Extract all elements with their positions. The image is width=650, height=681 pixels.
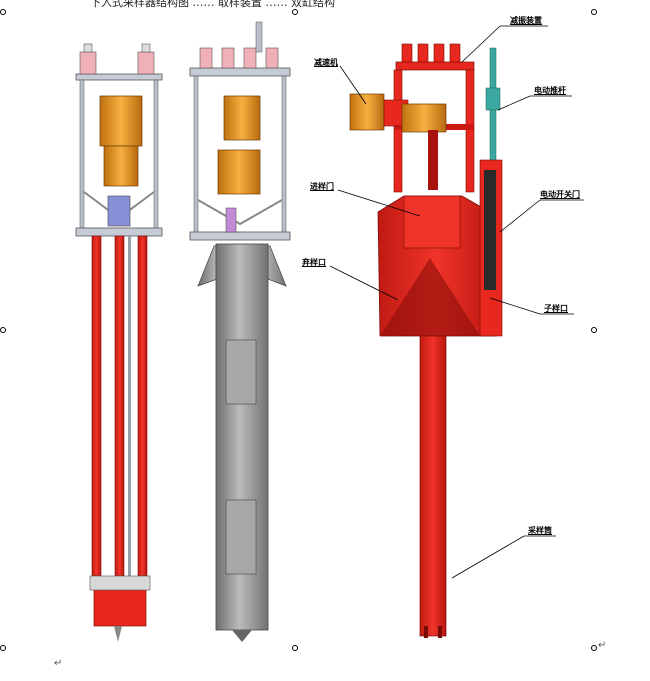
machine-middle	[189, 21, 291, 642]
machine-left	[75, 43, 163, 642]
label-discharge-port: 弃样口	[302, 258, 326, 267]
resize-handle-bottom-right[interactable]	[591, 645, 597, 651]
resize-handle-top-center[interactable]	[292, 9, 298, 15]
leader-electric-gate	[499, 199, 541, 233]
label-reducer: 减速机	[314, 58, 338, 67]
resize-handle-middle-left[interactable]	[0, 327, 6, 333]
leader-discharge-port	[329, 265, 399, 301]
label-vibration-damper: 减振装置	[510, 16, 542, 25]
leader-reducer	[339, 65, 367, 105]
label-electric-gate: 电动开关门	[540, 190, 580, 199]
leader-vibration-damper	[461, 25, 501, 63]
leader-intake-door	[337, 189, 421, 217]
label-sub-sample-port: 子样口	[544, 304, 568, 313]
machine-right	[349, 43, 503, 638]
leader-sampling-tube	[451, 535, 525, 579]
label-sampling-tube: 采样筒	[528, 526, 552, 535]
caption-text: 下入式采样器结构图 …… 取样装置 …… 双缸结构	[90, 0, 335, 9]
leader-sub-sample-port	[489, 297, 541, 315]
leader-lines	[329, 25, 584, 579]
resize-handle-top-left[interactable]	[0, 9, 6, 15]
leader-electric-push-rod	[497, 95, 531, 111]
resize-handle-top-right[interactable]	[591, 9, 597, 15]
resize-handle-middle-right[interactable]	[591, 327, 597, 333]
label-intake-door: 进样门	[310, 182, 334, 191]
paragraph-mark-right: ↵	[598, 640, 607, 651]
label-electric-push-rod: 电动推杆	[534, 86, 566, 95]
resize-handle-bottom-left[interactable]	[0, 645, 6, 651]
resize-handle-bottom-center[interactable]	[292, 645, 298, 651]
paragraph-mark: ↵	[54, 658, 63, 669]
